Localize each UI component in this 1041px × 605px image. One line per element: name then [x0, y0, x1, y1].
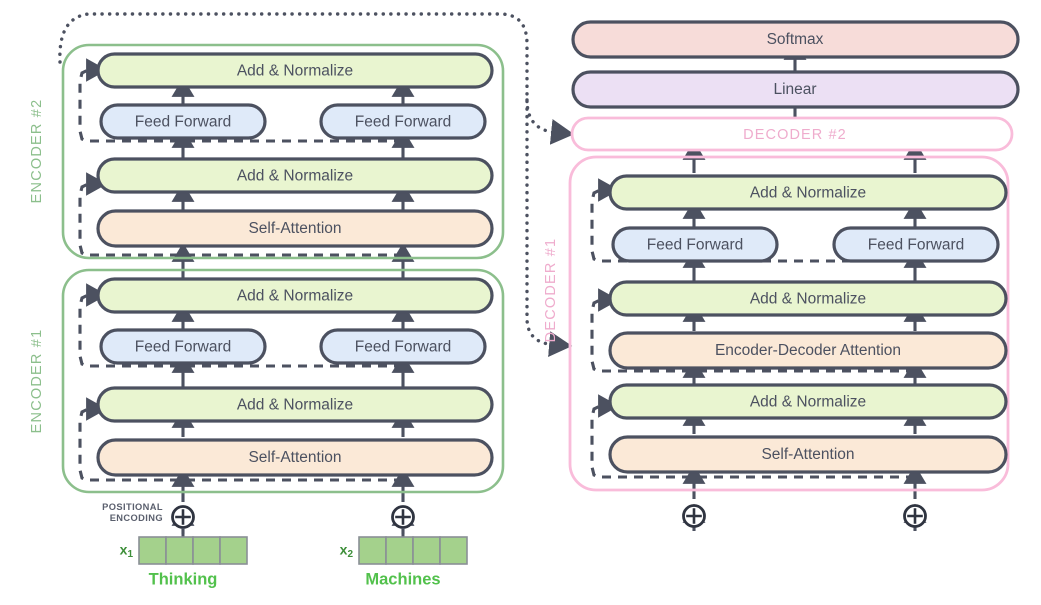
- embedding-cell: [412, 536, 441, 565]
- encoder2-self-attention[interactable]: Self-Attention: [96, 209, 494, 248]
- encoder-input-plus-1[interactable]: [171, 505, 195, 529]
- encoder-2-border: [61, 43, 505, 260]
- block-label: Feed Forward: [647, 237, 743, 254]
- block-label: Self-Attention: [248, 220, 341, 237]
- block-label: Softmax: [767, 31, 824, 48]
- embedding-vector-1[interactable]: x1 Thinking: [120, 536, 248, 588]
- embedding-vector-2[interactable]: x2 Machines: [340, 536, 468, 588]
- input-word-1: Thinking: [149, 570, 218, 588]
- embedding-cell: [358, 536, 387, 565]
- encoder-1-border: [61, 268, 505, 494]
- embedding-cell: [165, 536, 194, 565]
- encoder-2-label: ENCODER #2: [29, 99, 45, 204]
- decoder-input-plus-1[interactable]: [682, 504, 706, 528]
- embedding-cell: [138, 536, 167, 565]
- decoder1-feed-forward-right[interactable]: Feed Forward: [832, 226, 1000, 263]
- svg-text:ENCODING: ENCODING: [110, 513, 163, 523]
- block-rect: [96, 438, 494, 477]
- decoder-1-label: DECODER #1: [543, 238, 559, 343]
- encoder-1-label: ENCODER #1: [29, 329, 45, 434]
- block-label: Add & Normalize: [237, 397, 353, 414]
- embedding-cell: [385, 536, 414, 565]
- decoder-2-label: DECODER #2: [743, 127, 847, 143]
- decoder-input-plus-2[interactable]: [903, 504, 927, 528]
- embedding-var-1: x1: [120, 542, 134, 560]
- block-rect: [608, 435, 1008, 474]
- decoder-1-border: [568, 155, 1010, 492]
- encoder2-feed-forward-right[interactable]: Feed Forward: [319, 103, 487, 140]
- embedding-cell: [192, 536, 221, 565]
- block-label: Feed Forward: [135, 339, 231, 356]
- encoder1-feed-forward-left[interactable]: Feed Forward: [99, 328, 267, 365]
- svg-text:POSITIONAL: POSITIONAL: [102, 502, 163, 512]
- embedding-cell: [219, 536, 248, 565]
- encoder-input-plus-2[interactable]: [391, 505, 415, 529]
- block-label: Encoder-Decoder Attention: [715, 342, 901, 359]
- block-label: Self-Attention: [761, 446, 854, 463]
- input-word-2: Machines: [365, 570, 440, 588]
- block-label: Add & Normalize: [237, 288, 353, 305]
- block-label: Add & Normalize: [750, 185, 866, 202]
- block-label: Feed Forward: [135, 114, 231, 131]
- block-label: Self-Attention: [248, 449, 341, 466]
- embedding-var-2: x2: [340, 542, 354, 560]
- block-label: Feed Forward: [355, 114, 451, 131]
- encoder1-feed-forward-right[interactable]: Feed Forward: [319, 328, 487, 365]
- block-label: Feed Forward: [355, 339, 451, 356]
- block-rect: [96, 209, 494, 248]
- decoder-group-1[interactable]: DECODER #1 Add & Normalize Feed Forward …: [543, 155, 1010, 492]
- decoder1-self-attention[interactable]: Self-Attention: [608, 435, 1008, 474]
- block-label: Add & Normalize: [750, 394, 866, 411]
- decoder1-feed-forward-left[interactable]: Feed Forward: [611, 226, 779, 263]
- encoder-memory-lines: [58, 12, 575, 357]
- block-label: Add & Normalize: [750, 291, 866, 308]
- embedding-cell: [439, 536, 468, 565]
- block-label: Feed Forward: [868, 237, 964, 254]
- block-label: Add & Normalize: [237, 63, 353, 80]
- positional-encoding-label: POSITIONAL ENCODING: [102, 502, 163, 523]
- encoder1-self-attention[interactable]: Self-Attention: [96, 438, 494, 477]
- residual-connections: [78, 58, 915, 482]
- block-label: Add & Normalize: [237, 168, 353, 185]
